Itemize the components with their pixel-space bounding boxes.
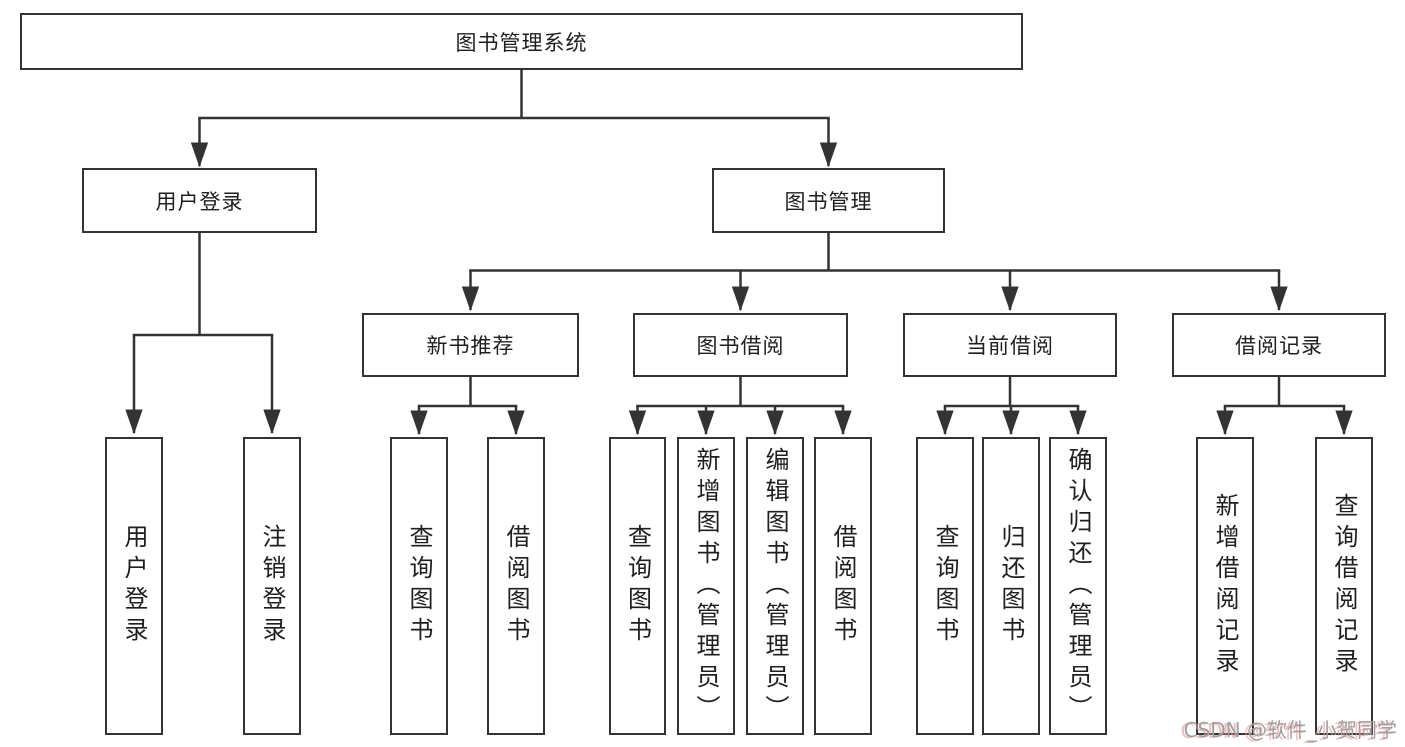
leaf-query-borrow-record: 查询借阅记录 — [1315, 437, 1373, 735]
node-new-book-recommend: 新书推荐 — [362, 313, 579, 377]
leaf-user-login: 用户登录 — [105, 437, 163, 735]
leaf-user-login-label: 用户登录 — [120, 524, 148, 648]
node-book-borrow: 图书借阅 — [633, 313, 848, 377]
leaf-confirm-return-admin-label: 确认归还（管理员） — [1064, 446, 1092, 726]
leaf-add-book-admin: 新增图书（管理员） — [677, 437, 735, 735]
leaf-edit-book-admin-label: 编辑图书（管理员） — [761, 446, 789, 726]
node-current-borrow: 当前借阅 — [903, 313, 1117, 377]
node-borrow-record: 借阅记录 — [1172, 313, 1386, 377]
leaf-confirm-return-admin: 确认归还（管理员） — [1049, 437, 1107, 735]
node-borrow-record-label: 借阅记录 — [1235, 334, 1323, 358]
leaf-logout-label: 注销登录 — [258, 524, 286, 648]
leaf-borrow-book-newbook: 借阅图书 — [487, 437, 545, 735]
leaf-borrow-book-borrow: 借阅图书 — [814, 437, 872, 735]
leaf-query-book-newbook-label: 查询图书 — [405, 524, 433, 648]
leaf-add-borrow-record: 新增借阅记录 — [1196, 437, 1254, 735]
leaf-borrow-book-newbook-label: 借阅图书 — [502, 524, 530, 648]
leaf-query-book-borrow: 查询图书 — [609, 437, 666, 735]
leaf-query-book-newbook: 查询图书 — [390, 437, 448, 735]
leaf-borrow-book-borrow-label: 借阅图书 — [829, 524, 857, 648]
leaf-query-borrow-record-label: 查询借阅记录 — [1330, 493, 1358, 679]
leaf-logout: 注销登录 — [243, 437, 301, 735]
leaf-query-book-current-label: 查询图书 — [931, 524, 959, 648]
node-root: 图书管理系统 — [20, 13, 1023, 70]
node-user-login: 用户登录 — [82, 168, 317, 233]
node-new-book-recommend-label: 新书推荐 — [426, 334, 515, 358]
node-book-management: 图书管理 — [712, 168, 945, 233]
node-current-borrow-label: 当前借阅 — [966, 334, 1054, 358]
leaf-return-book-label: 归还图书 — [997, 524, 1025, 648]
leaf-add-borrow-record-label: 新增借阅记录 — [1211, 493, 1239, 679]
node-book-management-label: 图书管理 — [784, 189, 873, 214]
leaf-query-book-current: 查询图书 — [916, 437, 974, 735]
node-user-login-label: 用户登录 — [155, 189, 244, 214]
leaf-edit-book-admin: 编辑图书（管理员） — [746, 437, 804, 735]
csdn-watermark: CSDN @软件_小贺同学 — [1183, 718, 1397, 742]
node-root-label: 图书管理系统 — [455, 30, 588, 55]
leaf-return-book: 归还图书 — [982, 437, 1040, 735]
leaf-query-book-borrow-label: 查询图书 — [623, 524, 652, 648]
leaf-add-book-admin-label: 新增图书（管理员） — [692, 446, 720, 726]
node-book-borrow-label: 图书借阅 — [696, 334, 785, 358]
